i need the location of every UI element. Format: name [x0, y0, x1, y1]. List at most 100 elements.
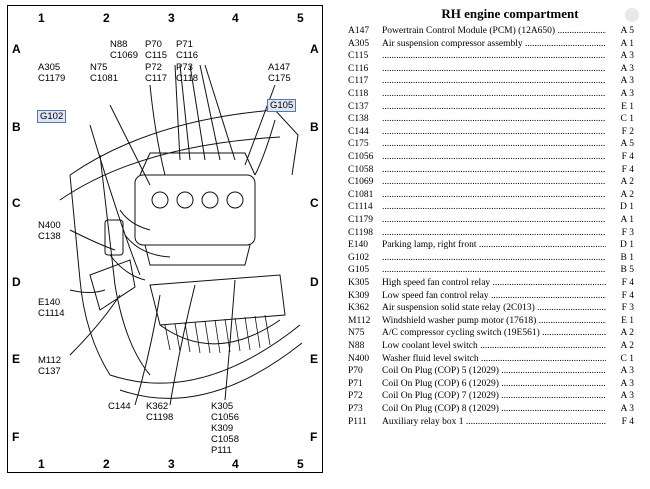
- close-icon[interactable]: [625, 8, 639, 22]
- engine-compartment-illustration: [59, 64, 303, 406]
- index-location: A 3: [617, 390, 634, 403]
- index-description: [382, 50, 606, 62]
- index-code: A305: [348, 38, 370, 49]
- index-code: A147: [348, 26, 370, 36]
- grid-col-bottom: 2: [103, 457, 110, 471]
- index-code: P71: [348, 378, 363, 389]
- index-description: [382, 201, 606, 213]
- index-description: [382, 113, 606, 125]
- index-location: E 1: [618, 100, 634, 113]
- index-description: [382, 101, 606, 113]
- index-description: [382, 252, 606, 264]
- index-code: C117: [348, 76, 369, 87]
- index-code: C116: [348, 63, 369, 74]
- index-location: A 3: [617, 75, 634, 88]
- index-location: A 1: [617, 214, 634, 226]
- index-code: C115: [348, 51, 369, 62]
- index-row: C1058F 4: [348, 163, 634, 176]
- index-row: C117 A 3: [348, 75, 634, 88]
- grid-col-bottom: 1: [38, 457, 45, 471]
- index-code: K362: [348, 303, 370, 314]
- index-code: C144: [348, 126, 369, 137]
- index-row: A147 Powertrain Control Module (PCM) (12A…: [348, 25, 634, 37]
- grid-row-left: E: [12, 352, 21, 366]
- index-code: C138: [348, 114, 369, 125]
- index-location: C 1: [617, 113, 634, 126]
- grid-row-right: F: [310, 430, 318, 444]
- index-row: M112 Windshield washer pump motor (17618)…: [348, 314, 634, 327]
- grid-row-right: E: [310, 352, 319, 366]
- index-description: Powertrain Control Module (PCM) (12A650): [382, 25, 606, 37]
- index-row: G102B 1: [348, 251, 634, 264]
- index-location: F 2: [618, 125, 634, 138]
- grid-row-right: A: [310, 42, 319, 56]
- grid-col-top: 3: [168, 11, 175, 25]
- index-description: [382, 63, 606, 75]
- index-code: C1179: [348, 215, 373, 225]
- index-location: A 3: [617, 377, 634, 390]
- grid-col-top: 1: [38, 11, 45, 25]
- grid-row-right: B: [310, 120, 319, 134]
- index-description: [382, 227, 606, 239]
- index-location: D 1: [617, 201, 634, 214]
- index-location: C 1: [617, 352, 634, 365]
- index-description: [382, 264, 606, 276]
- index-description: Washer fluid level switch: [382, 353, 606, 365]
- index-description: [382, 176, 606, 188]
- index-code: G105: [348, 265, 370, 276]
- index-location: F 4: [618, 277, 634, 289]
- index-code: K305: [348, 278, 370, 288]
- callout-k305: K305 C1056 K309 C1058 P111: [211, 401, 239, 456]
- grid-col-bottom: 3: [168, 457, 175, 471]
- index-code: P73: [348, 404, 363, 414]
- index-description: Coil On Plug (COP) 6 (12029): [382, 378, 606, 390]
- index-description: High speed fan control relay: [382, 277, 606, 289]
- index-code: C1058: [348, 164, 374, 175]
- index-location: A 3: [617, 50, 634, 63]
- index-code: M112: [348, 315, 371, 326]
- callout-k362: K362 C1198: [146, 401, 174, 423]
- grid-row-left: C: [12, 196, 21, 210]
- index-description: [382, 189, 606, 201]
- index-code: P111: [348, 416, 367, 427]
- index-row: C138 C 1: [348, 113, 634, 126]
- index-row: C175A 5: [348, 138, 634, 151]
- index-location: A 3: [617, 62, 634, 75]
- index-location: E 1: [618, 314, 634, 327]
- index-title: RH engine compartment: [441, 6, 579, 21]
- grid-row-right: D: [310, 275, 319, 289]
- index-location: B 1: [617, 251, 634, 264]
- callout-n75: N75 C1081: [90, 62, 118, 84]
- index-location: F 4: [618, 151, 634, 163]
- index-row: C116 A 3: [348, 62, 634, 75]
- index-description: [382, 151, 606, 163]
- index-description: Windshield washer pump motor (17618): [382, 315, 606, 327]
- index-code: P72: [348, 391, 363, 402]
- callout-p73: P73 C118: [176, 62, 199, 84]
- grid-row-left: F: [12, 430, 20, 444]
- index-description: Low coolant level switch: [382, 340, 606, 352]
- grid-col-top: 4: [232, 11, 239, 25]
- index-description: Air suspension compressor assembly: [382, 38, 606, 50]
- index-code: C1056: [348, 152, 374, 162]
- index-row: C1198F 3: [348, 226, 634, 239]
- index-location: A 2: [617, 176, 634, 189]
- index-row: K305 High speed fan control relay F 4: [348, 277, 634, 289]
- index-location: A 3: [617, 365, 634, 378]
- callout-c144: C144: [108, 401, 131, 412]
- index-location: A 3: [617, 88, 634, 100]
- index-code: C1198: [348, 227, 373, 238]
- callout-n88: N88 C1069: [110, 39, 138, 61]
- index-code: C137: [348, 101, 369, 112]
- callout-p70: P70 C115: [145, 39, 168, 61]
- grid-col-top: 5: [297, 11, 304, 25]
- index-row: C1056 F 4: [348, 151, 634, 163]
- grid-col-bottom: 5: [297, 457, 304, 471]
- index-location: A 2: [617, 340, 634, 352]
